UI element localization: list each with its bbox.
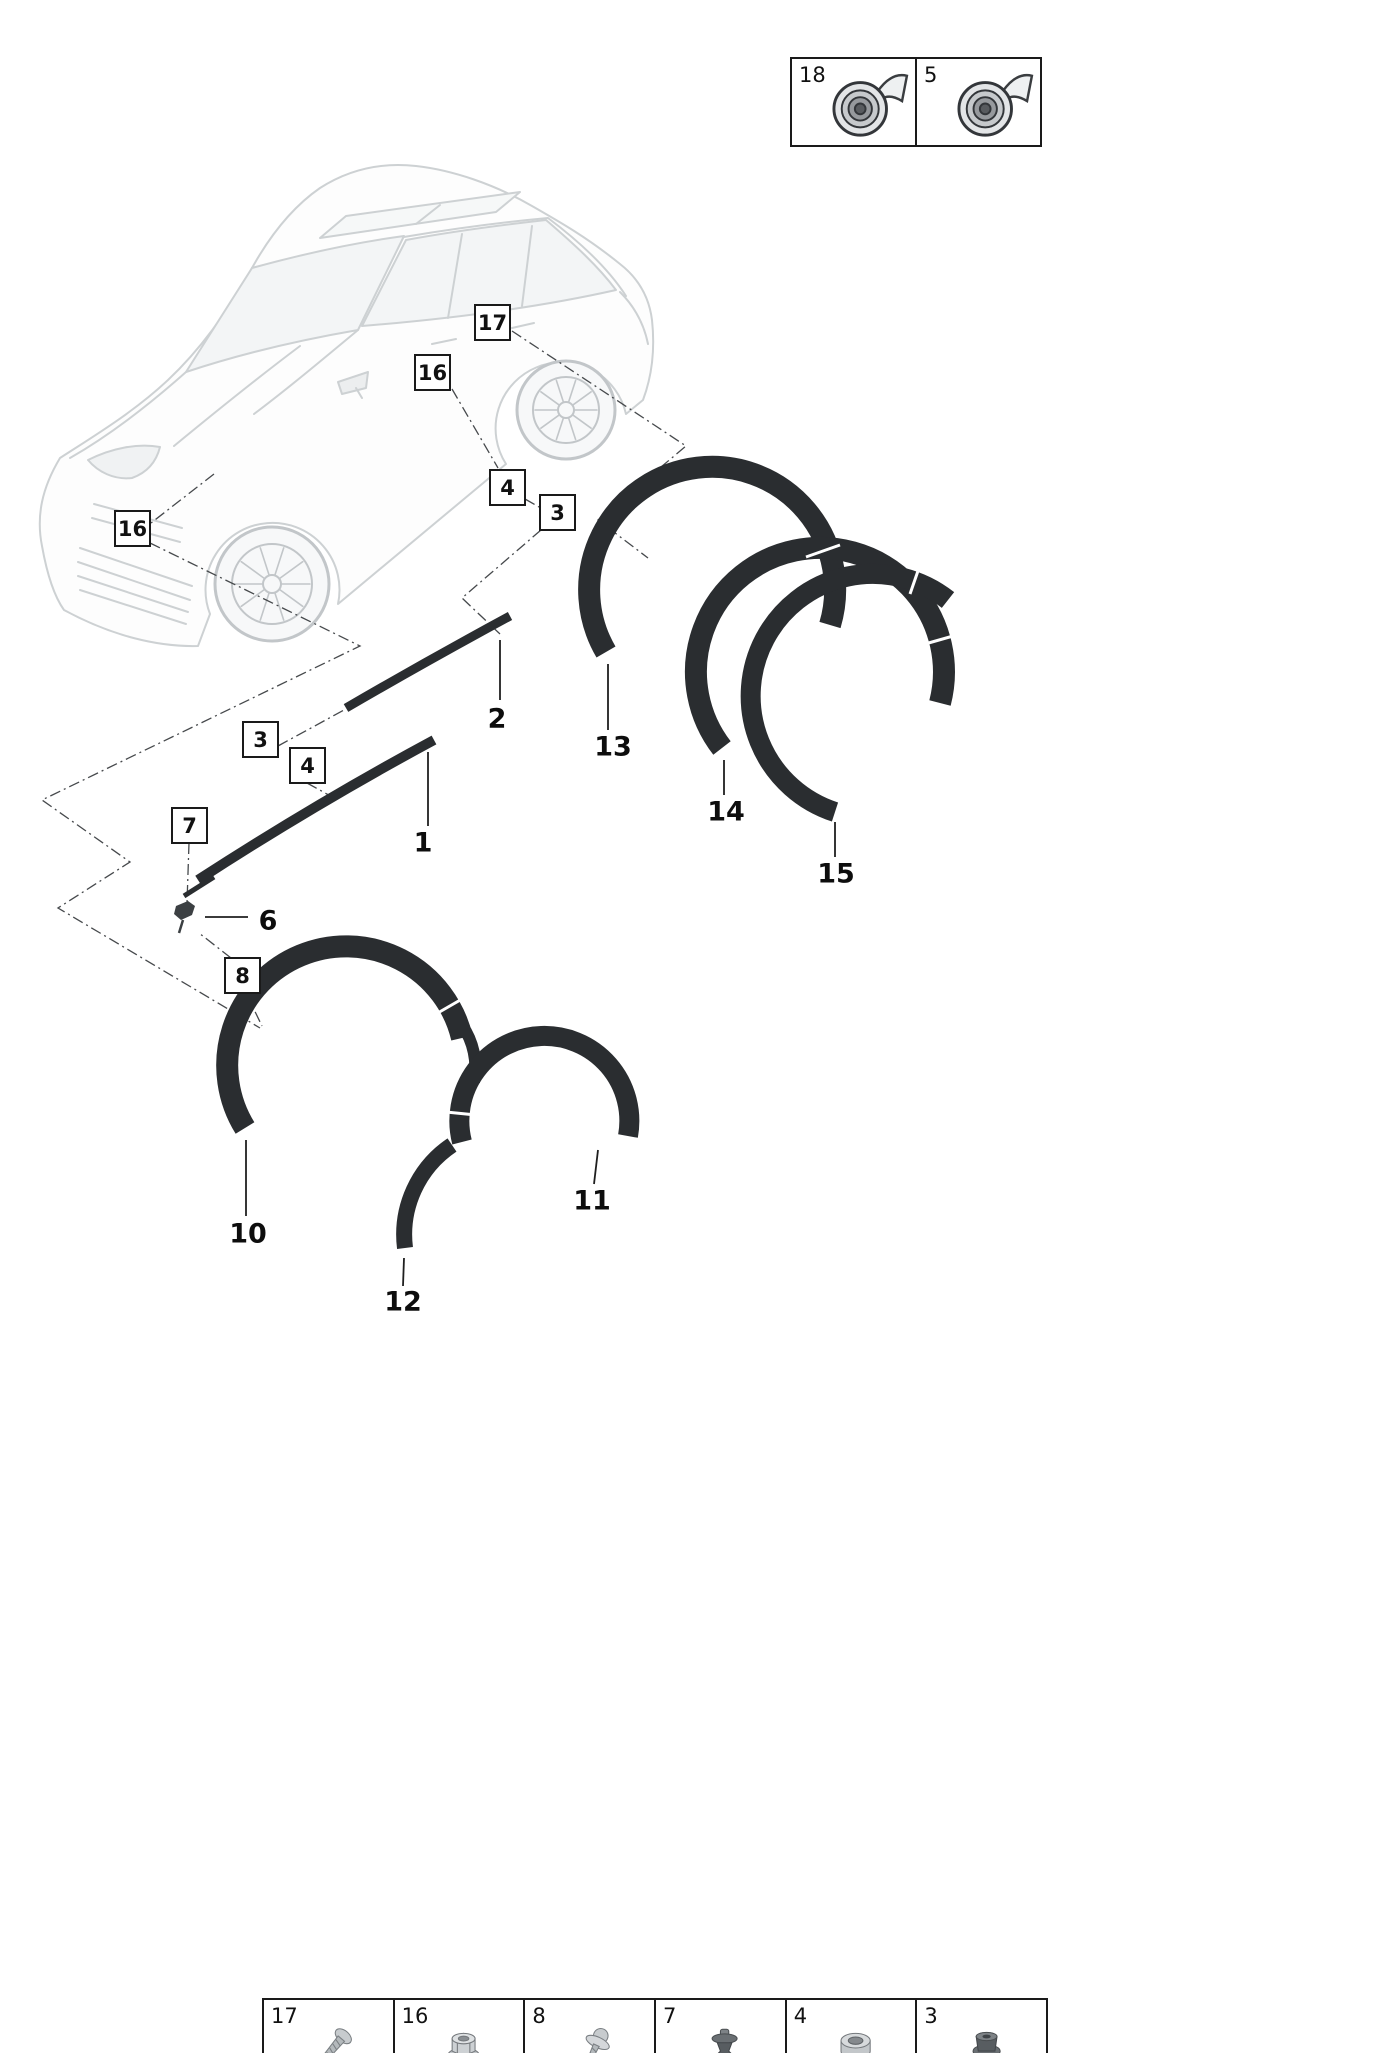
- legend-number: 4: [793, 2004, 808, 2028]
- tape-legend: 18 5: [790, 57, 1042, 147]
- part-number-14[interactable]: 14: [707, 796, 745, 828]
- car-taillight-line: [619, 291, 649, 345]
- parts-shapes: [174, 455, 955, 1249]
- callout-8[interactable]: 8: [224, 957, 261, 994]
- callout-16-upper[interactable]: 16: [414, 354, 451, 391]
- car-hood-creases: [69, 329, 359, 459]
- label-leader-lines: [205, 640, 836, 1287]
- arch-segment-gaps: [435, 543, 954, 1117]
- tape-roll-icon: [832, 73, 909, 137]
- legend-number: 5: [924, 63, 938, 87]
- rear-wheel: [515, 359, 617, 461]
- part-14-wheel-arch-trim[interactable]: [684, 536, 955, 755]
- part-1-end-piece[interactable]: [182, 874, 216, 899]
- part-number-11[interactable]: 11: [573, 1185, 611, 1217]
- part-number-2[interactable]: 2: [487, 703, 507, 735]
- callout-17[interactable]: 17: [474, 304, 511, 341]
- part-2-door-trim-strip[interactable]: [343, 612, 513, 712]
- part-15-wheel-arch-trim[interactable]: [740, 563, 955, 822]
- legend-number: 18: [799, 63, 826, 87]
- washer-screw-icon: [585, 2027, 610, 2053]
- clip-nut-icon: [972, 2031, 1001, 2053]
- callout-3-mid[interactable]: 3: [242, 721, 279, 758]
- part-number-10[interactable]: 10: [229, 1218, 267, 1250]
- legend-cell-4[interactable]: 4: [784, 2000, 916, 2053]
- car-door-lines: [447, 225, 533, 319]
- tape-roll-icon: [957, 73, 1034, 137]
- part-number-6[interactable]: 6: [258, 905, 278, 937]
- callout-4-upper[interactable]: 4: [489, 469, 526, 506]
- legend-cell-8[interactable]: 8: [523, 2000, 654, 2053]
- legend-number: 3: [924, 2004, 938, 2028]
- callout-3-upper[interactable]: 3: [539, 494, 576, 531]
- part-11-wheel-arch-trim[interactable]: [449, 1025, 640, 1145]
- legend-number: 17: [271, 2004, 298, 2028]
- part-number-12[interactable]: 12: [384, 1286, 422, 1318]
- front-wheel: [213, 525, 331, 643]
- legend-cell-16[interactable]: 16: [392, 2000, 524, 2053]
- car-mirror: [337, 371, 369, 399]
- part-number-1[interactable]: 1: [413, 827, 433, 859]
- part-1-door-trim-strip[interactable]: [195, 735, 437, 885]
- car-sunroof: [319, 191, 521, 239]
- part-number-13[interactable]: 13: [594, 731, 632, 763]
- part-number-15[interactable]: 15: [817, 858, 855, 890]
- legend-cell-17[interactable]: 17: [264, 2000, 393, 2053]
- car-door-handles: [431, 322, 535, 345]
- tapping-screw-icon: [322, 2028, 353, 2053]
- part-6-clip[interactable]: [174, 901, 195, 920]
- legend-number: 8: [532, 2004, 546, 2028]
- vehicle-sketch: [38, 163, 655, 648]
- legend-number: 7: [663, 2004, 677, 2028]
- car-headlight: [87, 444, 161, 480]
- legend-cell-5[interactable]: 5: [915, 59, 1040, 145]
- callout-16-front[interactable]: 16: [114, 510, 151, 547]
- car-side-glass: [361, 219, 617, 327]
- fastener-legend: 17 16 8: [262, 1998, 1048, 2053]
- legend-cell-18[interactable]: 18: [792, 59, 915, 145]
- expansion-rivet-icon: [711, 2028, 738, 2053]
- part-12-wheel-arch-trim[interactable]: [396, 1138, 457, 1249]
- car-sunroof-divider: [415, 204, 441, 225]
- part-10-wheel-arch-trim[interactable]: [216, 935, 473, 1134]
- legend-number: 16: [401, 2004, 429, 2028]
- part-6-clip-stem[interactable]: [177, 919, 185, 934]
- legend-cell-7[interactable]: 7: [654, 2000, 785, 2053]
- legend-cell-3[interactable]: 3: [915, 2000, 1046, 2053]
- grommet-icon: [840, 2032, 871, 2053]
- callout-7[interactable]: 7: [171, 807, 208, 844]
- flange-nut-icon: [448, 2032, 480, 2053]
- callout-4-mid[interactable]: 4: [289, 747, 326, 784]
